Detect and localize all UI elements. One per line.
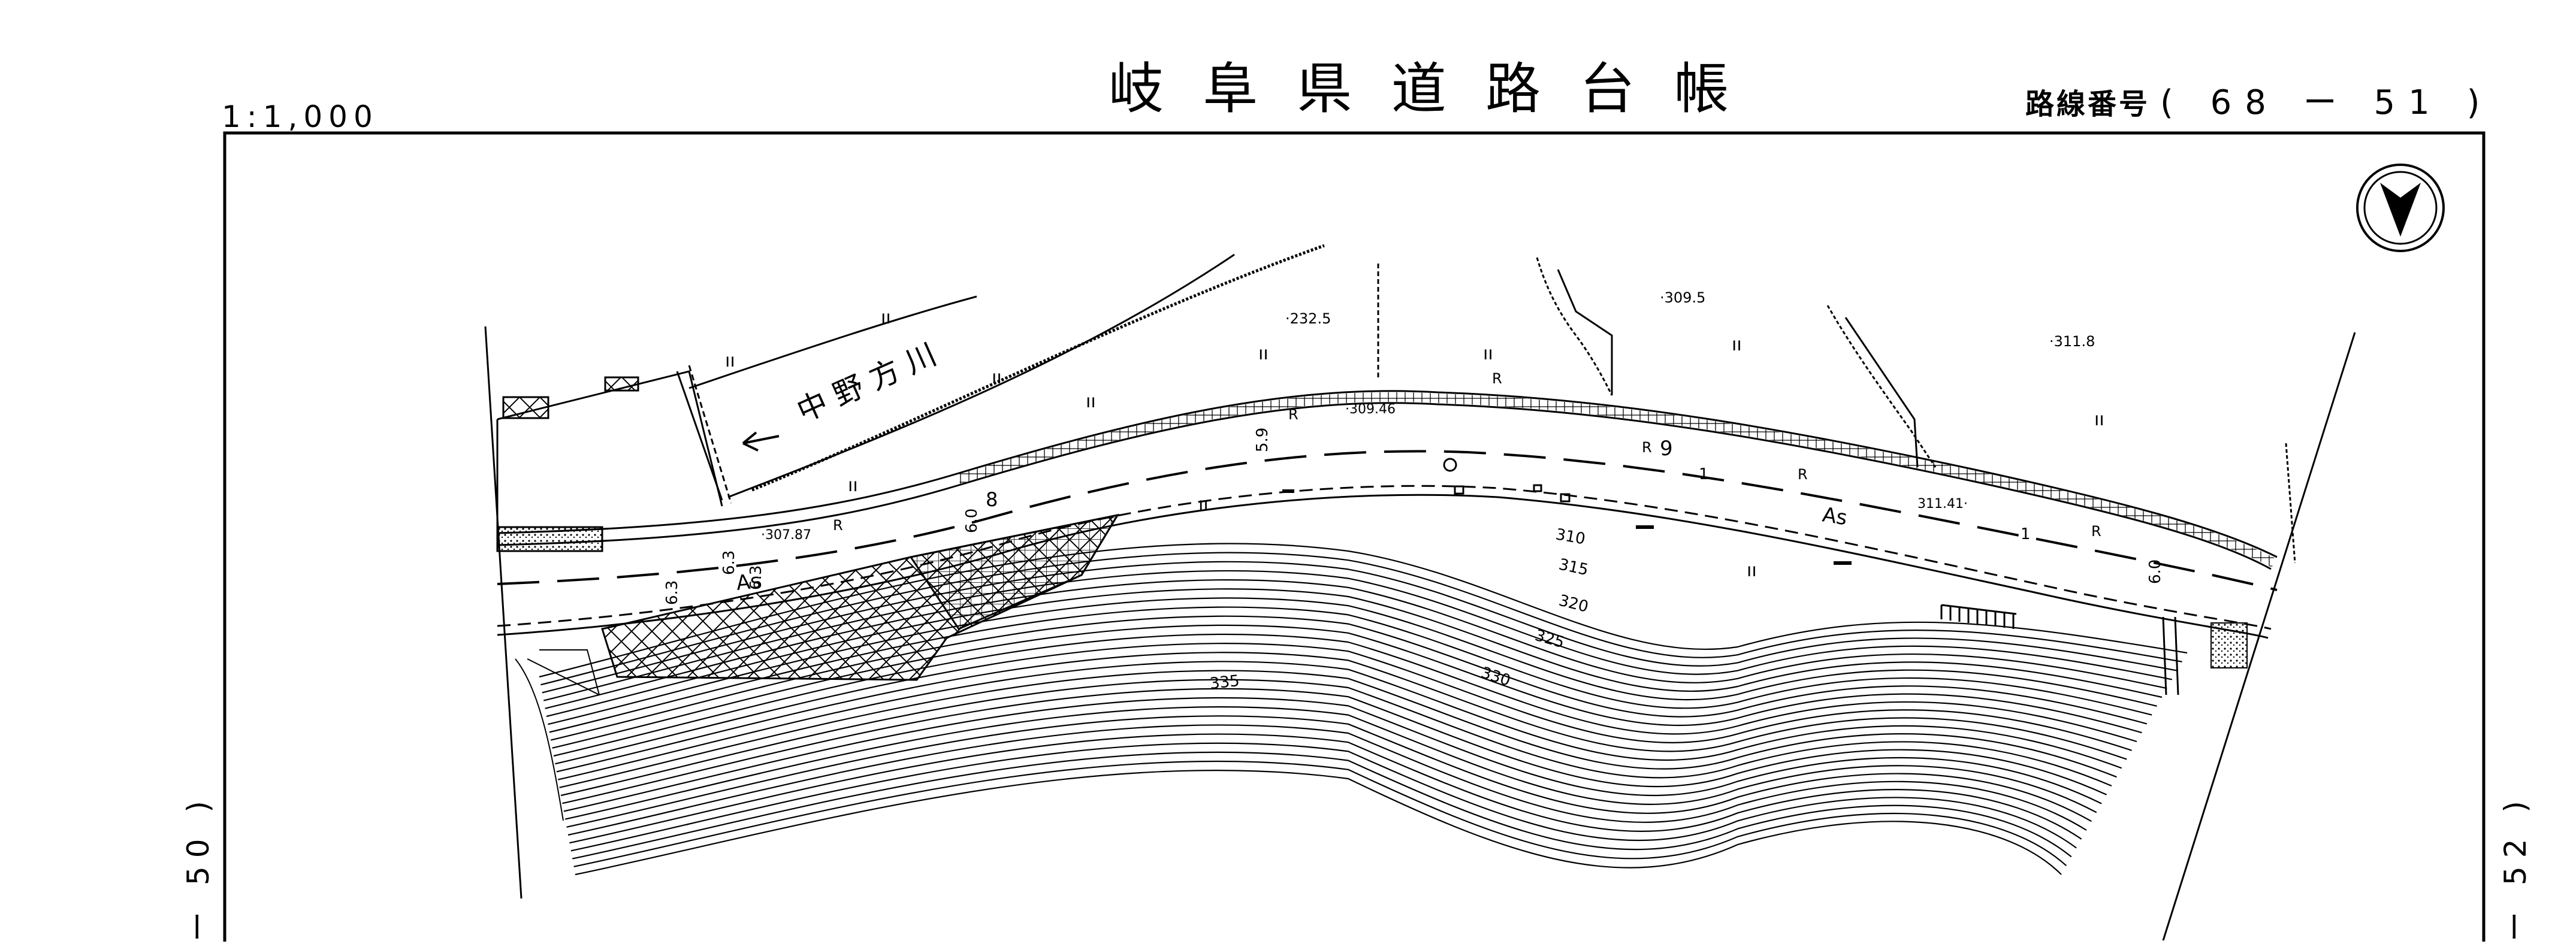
map-frame — [223, 131, 2486, 944]
contour-label: 315 — [1557, 556, 1590, 580]
road-width-label: 6.0 — [963, 509, 981, 533]
contour-label: 330 — [1479, 664, 1512, 690]
contour-line — [562, 688, 2107, 804]
elevation-point: ·307.87 — [761, 528, 811, 543]
contour-label: 320 — [1557, 592, 1590, 616]
contour-line — [567, 724, 2087, 836]
elevation-point: 311.41· — [1917, 497, 1968, 512]
contour-line — [557, 661, 2122, 780]
r-mark: R — [1492, 370, 1502, 387]
point-number: 8 — [986, 488, 998, 511]
contour-line — [559, 670, 2117, 788]
contour-line — [564, 706, 2097, 820]
vegetation-symbols: ıı ıı ıı ıı ıı ıı ıı ıı ıı ıı ıı — [725, 307, 2104, 581]
svg-text:ıı: ıı — [1258, 343, 1269, 364]
contour-line — [540, 552, 2182, 686]
sheet-title: 岐 阜 県 道 路 台 帳 — [1109, 57, 1740, 121]
r-mark: R — [1798, 466, 1808, 483]
svg-text:ıı: ıı — [1747, 560, 1757, 581]
right-sheet-link: ー 52 ) — [2498, 792, 2533, 942]
elevation-point: ·309.46 — [1345, 402, 1396, 417]
contour-line — [542, 561, 2178, 694]
contour-line — [550, 615, 2148, 741]
elevation-point: ·309.5 — [1660, 289, 1705, 306]
road-width-label: 6.3 — [663, 580, 681, 605]
r-mark: R — [833, 517, 843, 534]
contour-line — [573, 760, 2067, 867]
point-number: 1 — [1699, 465, 1709, 483]
upper-right-ditches — [1377, 257, 2296, 564]
contour-line — [545, 579, 2167, 709]
contour-line — [563, 697, 2102, 812]
left-sheet-link: ー 50 ) — [181, 792, 216, 942]
north-arrow-icon — [2356, 164, 2445, 252]
r-mark: R — [2091, 523, 2101, 540]
road-width-label: 5.9 — [1254, 428, 1272, 452]
road-width-label: 6.3 — [747, 565, 765, 590]
contour-line — [570, 742, 2077, 852]
point-number: 9 — [1660, 437, 1673, 461]
elevation-point: ·311.8 — [2049, 333, 2095, 350]
contour-line — [553, 633, 2137, 757]
r-mark: R — [1642, 439, 1652, 456]
elevation-point: ·232.5 — [1285, 310, 1331, 327]
flow-arrow-icon — [742, 431, 780, 452]
contour-line — [546, 588, 2163, 718]
contour-line — [548, 597, 2157, 725]
svg-text:ıı: ıı — [2094, 409, 2104, 430]
upper-left-lots — [496, 370, 723, 527]
route-number-label: 路線番号 — [2025, 87, 2150, 121]
fence-ticks — [1940, 604, 2179, 695]
svg-text:ıı: ıı — [881, 307, 891, 328]
scale-label: 1:1,000 — [222, 99, 379, 134]
road-lines — [497, 390, 2278, 639]
road-width-label: 6.0 — [2146, 559, 2164, 584]
contour-lines — [539, 543, 2188, 876]
pavement-label: As — [1821, 503, 1849, 530]
curve-marker-icon — [1282, 458, 1852, 565]
svg-text:ıı: ıı — [1732, 334, 1742, 355]
road-width-label: 6.3 — [720, 550, 738, 575]
contour-line — [543, 570, 2173, 701]
point-number: 1 — [2021, 525, 2031, 543]
route-number-value: ( 68 ー 51 ) — [2160, 83, 2493, 122]
contour-line — [552, 624, 2142, 749]
svg-text:ıı: ıı — [848, 475, 858, 496]
contour-line — [556, 652, 2127, 773]
pavement-label: As — [735, 569, 762, 595]
svg-text:ıı: ıı — [992, 367, 1002, 388]
svg-text:ıı: ıı — [1198, 494, 1209, 515]
contour-line — [560, 679, 2112, 797]
contour-line — [572, 751, 2072, 860]
svg-text:ıı: ıı — [1483, 343, 1493, 364]
contour-line — [569, 733, 2082, 844]
contour-line — [575, 770, 2062, 876]
contour-line — [566, 715, 2092, 828]
contour-label: 310 — [1554, 525, 1587, 548]
left-cut-line — [484, 326, 523, 899]
left-slope-hatch — [515, 649, 600, 821]
contour-line — [539, 543, 2188, 678]
right-wall — [2210, 622, 2248, 668]
contour-line — [555, 643, 2132, 765]
contour-label: 335 — [1209, 672, 1241, 693]
svg-text:ıı: ıı — [1086, 391, 1096, 412]
svg-text:ıı: ıı — [725, 350, 735, 371]
r-mark: R — [1288, 406, 1298, 423]
river-label: 中 野 方 川 — [792, 337, 941, 429]
contour-line — [549, 606, 2152, 733]
left-wall — [496, 526, 603, 552]
